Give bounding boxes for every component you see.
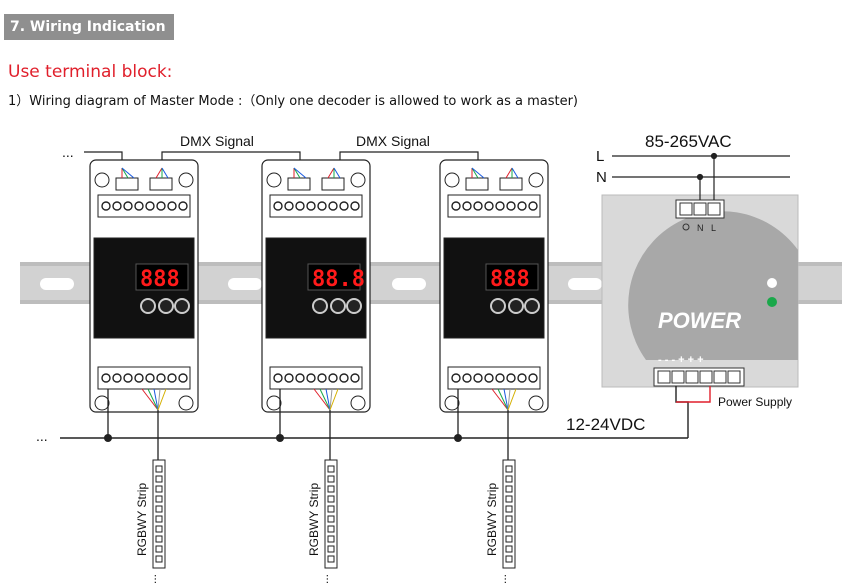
- subtitle: Use terminal block:: [8, 62, 173, 82]
- caption: 1）Wiring diagram of Master Mode :（Only o…: [8, 94, 578, 109]
- decoder-display: 888: [490, 267, 530, 292]
- decoder-button: [524, 298, 540, 314]
- decoder-button: [330, 298, 346, 314]
- strip-ellipsis: ...: [495, 574, 509, 584]
- strip-ellipsis: ...: [145, 574, 159, 584]
- psu-polarity: - - - + + +: [658, 354, 704, 366]
- decoder-button: [312, 298, 328, 314]
- strip-label: RGBWY Strip: [135, 483, 149, 556]
- terminal-l-label: L: [711, 223, 716, 233]
- ellipsis-dmx: ...: [62, 144, 74, 160]
- decoder-button: [158, 298, 174, 314]
- decoder-button: [174, 298, 190, 314]
- strip-ellipsis: ...: [317, 574, 331, 584]
- power-supply: POWER N L - - - + + + Power Supply: [601, 194, 799, 409]
- line-n-label: N: [596, 169, 607, 186]
- decoder-display: 888: [140, 267, 180, 292]
- decoder-button: [346, 298, 362, 314]
- line-l-label: L: [596, 148, 604, 165]
- decoder-display: 88.8: [312, 267, 365, 292]
- status-led: [767, 297, 777, 307]
- ac-lines: [612, 152, 790, 200]
- decoder-button: [490, 298, 506, 314]
- led-strip-2: RGBWY Strip...: [307, 459, 338, 584]
- dc-bus: [60, 386, 711, 439]
- decoder-button: [508, 298, 524, 314]
- psu-brand: POWER: [658, 308, 741, 333]
- led-strip-3: RGBWY Strip...: [485, 459, 516, 584]
- ellipsis-bus: ...: [36, 428, 48, 444]
- psu-label: Power Supply: [718, 395, 792, 409]
- section-title: 7. Wiring Indication: [4, 14, 174, 40]
- strip-label: RGBWY Strip: [307, 483, 321, 556]
- strip-label: RGBWY Strip: [485, 483, 499, 556]
- decoder-button: [140, 298, 156, 314]
- terminal-n-label: N: [697, 223, 704, 233]
- decoder-2: 88.8: [261, 159, 371, 460]
- led-strip-1: RGBWY Strip...: [135, 459, 166, 584]
- dmx-signal-label-1: DMX Signal: [180, 133, 254, 149]
- dmx-signal-label-2: DMX Signal: [356, 133, 430, 149]
- voltage-ac-label: 85-265VAC: [645, 132, 732, 151]
- decoder-1: 888: [89, 159, 199, 460]
- voltage-dc-label: 12-24VDC: [566, 415, 645, 434]
- decoder-3: 888: [439, 159, 549, 460]
